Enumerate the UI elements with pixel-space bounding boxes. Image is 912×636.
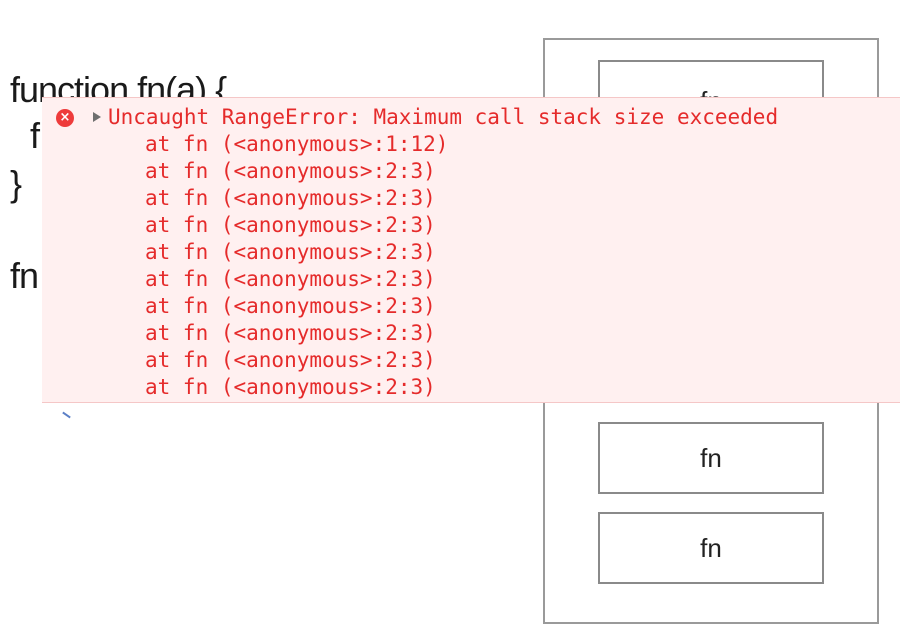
console-error-message [42, 97, 900, 403]
code-line-body: f [30, 115, 40, 156]
call-stack-item: fn [598, 422, 824, 494]
error-message-text: Uncaught RangeError: Maximum call stack … [108, 105, 779, 129]
code-line-function-declaration: function fn(a) { [10, 69, 227, 110]
stack-trace-line[interactable]: at fn (<anonymous>:2:3) [145, 213, 436, 237]
console-prompt-caret[interactable] [62, 411, 71, 419]
stack-trace-line[interactable]: at fn (<anonymous>:2:3) [145, 294, 436, 318]
stack-trace-line[interactable]: at fn (<anonymous>:2:3) [145, 375, 436, 399]
stack-trace-line[interactable]: at fn (<anonymous>:2:3) [145, 240, 436, 264]
stack-trace-line[interactable]: at fn (<anonymous>:2:3) [145, 348, 436, 372]
code-line-call: fn [10, 255, 39, 296]
disclosure-triangle-icon[interactable] [93, 112, 101, 122]
stack-trace-line[interactable]: at fn (<anonymous>:2:3) [145, 186, 436, 210]
error-circle-icon: × [56, 109, 74, 127]
call-stack-item: fn [598, 512, 824, 584]
code-line-closing-brace: } [10, 163, 22, 204]
stack-trace-line[interactable]: at fn (<anonymous>:2:3) [145, 267, 436, 291]
stack-trace-line[interactable]: at fn (<anonymous>:2:3) [145, 159, 436, 183]
stack-trace-line[interactable]: at fn (<anonymous>:2:3) [145, 321, 436, 345]
stack-trace-line[interactable]: at fn (<anonymous>:1:12) [145, 132, 449, 156]
